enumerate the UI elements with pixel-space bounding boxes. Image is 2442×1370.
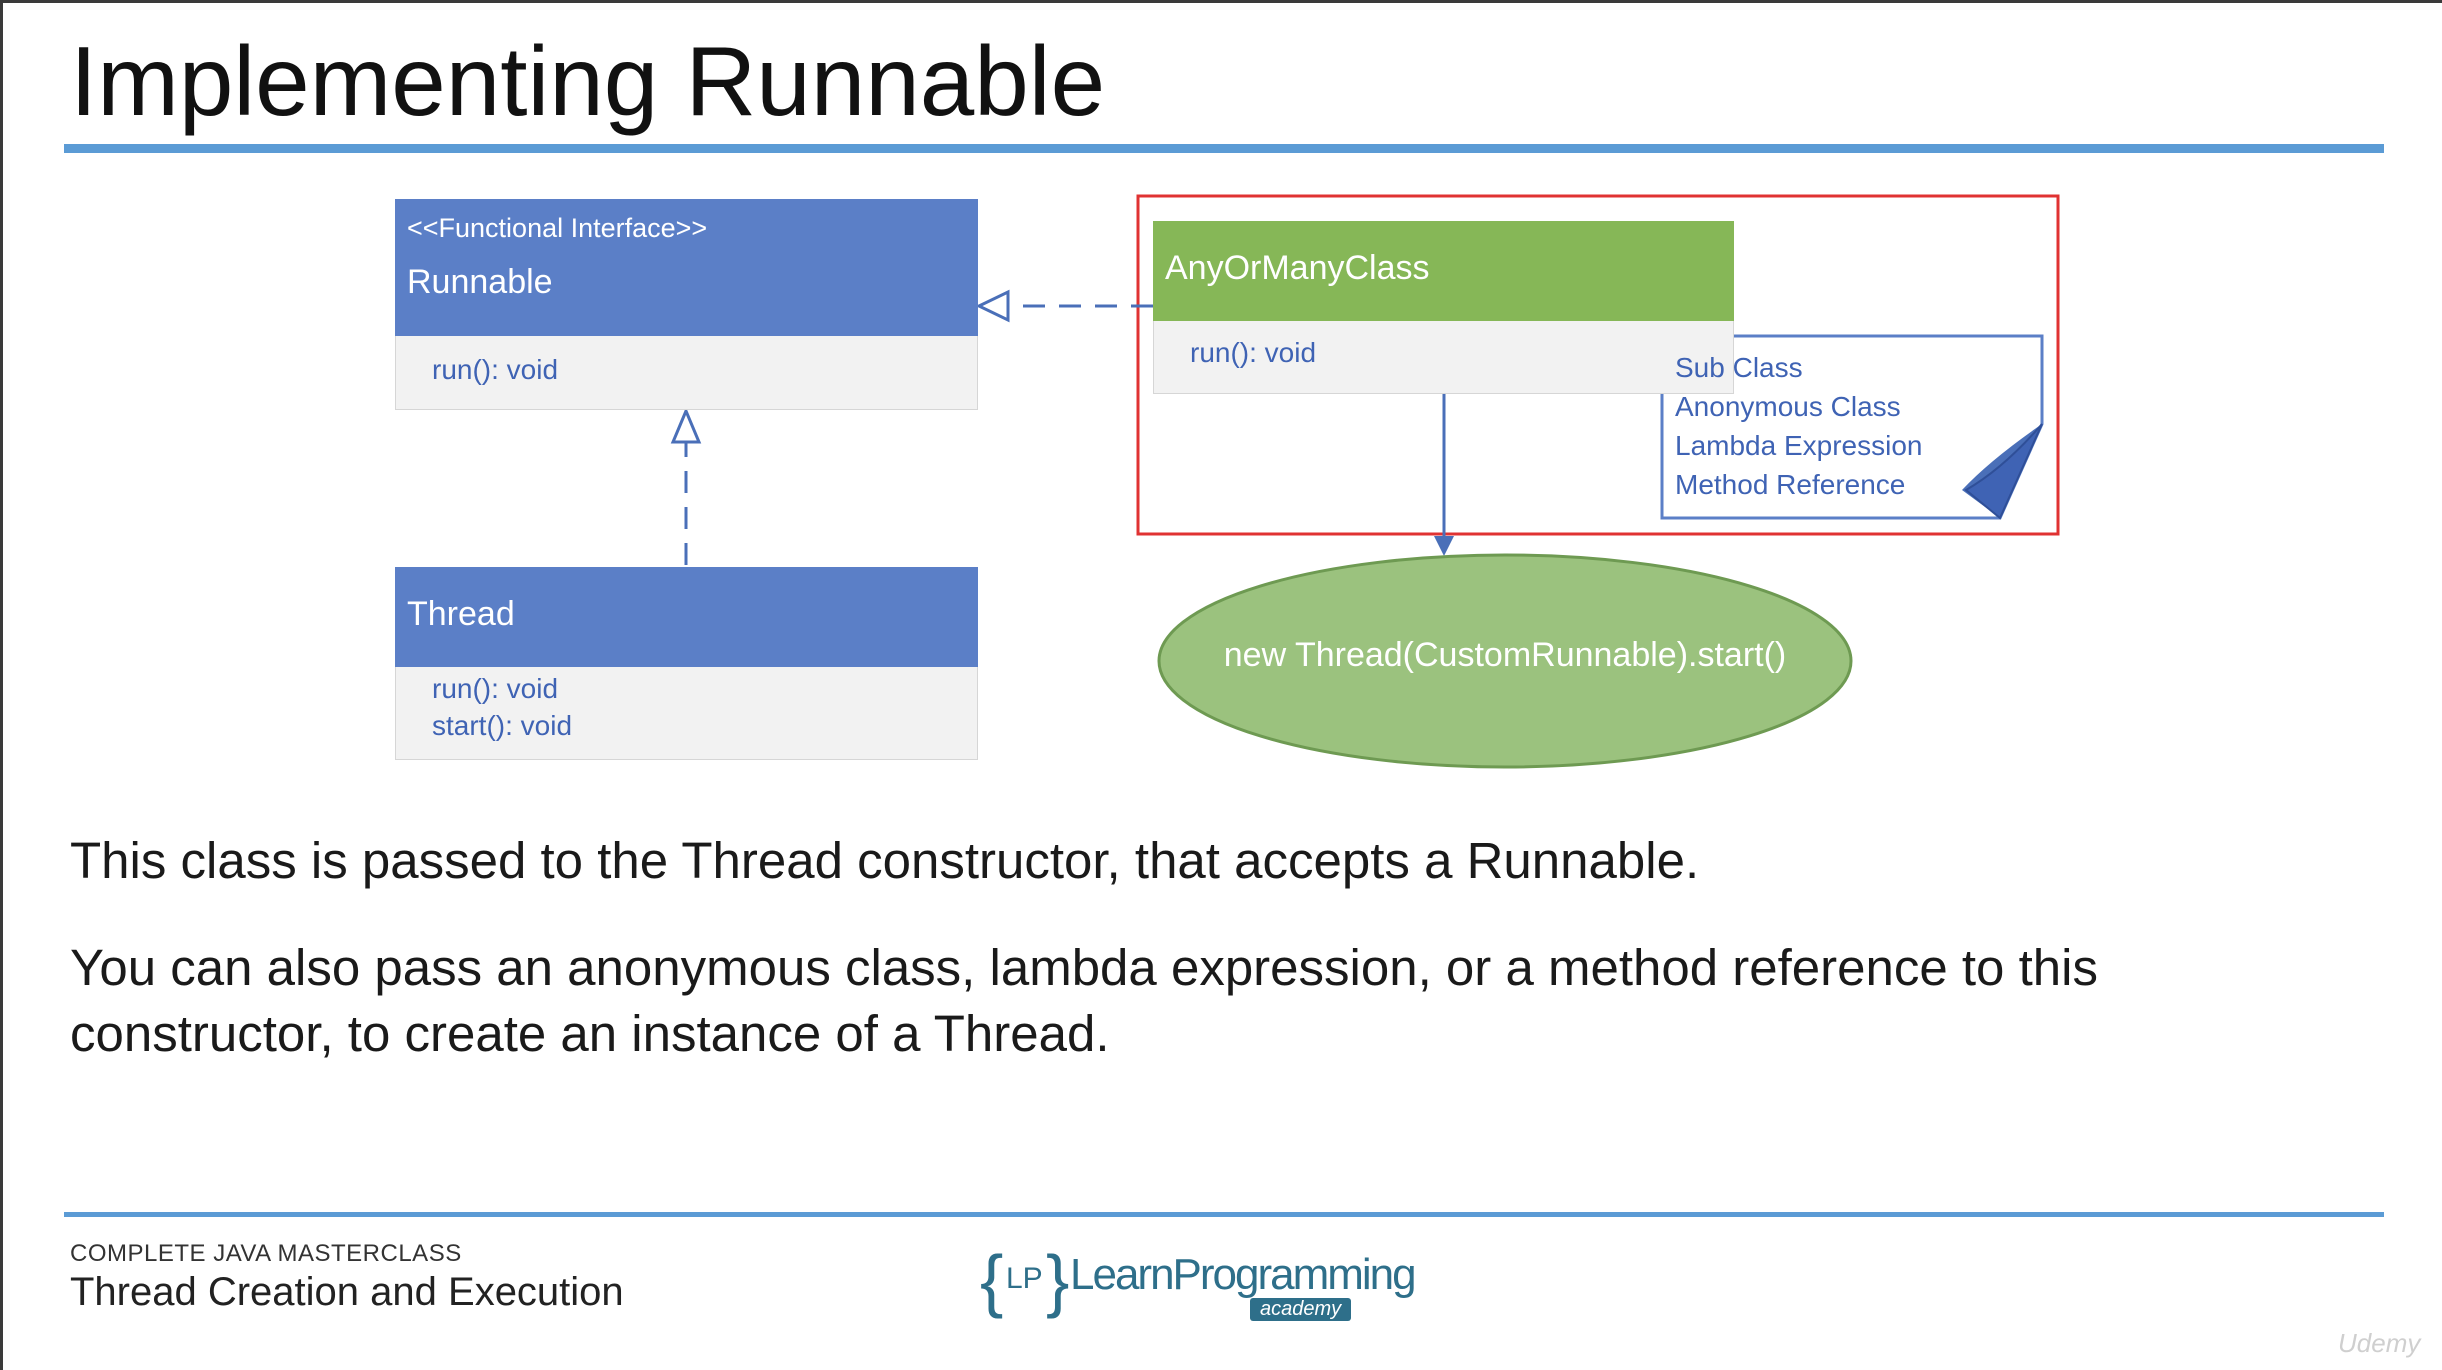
any-class-members: run(): void xyxy=(1153,321,1734,394)
paragraph-1: This class is passed to the Thread const… xyxy=(70,832,1700,889)
logo-wordmark: LearnProgramming xyxy=(1070,1250,1417,1299)
runnable-members: run(): void xyxy=(395,336,978,410)
note-line-lambda: Lambda Expression xyxy=(1675,430,1923,461)
note-line-subclass: Sub Class xyxy=(1675,352,1803,383)
paragraph-2-line-1: You can also pass an anonymous class, la… xyxy=(70,939,2098,996)
thread-header: Thread xyxy=(395,567,978,667)
runnable-header: <<Functional Interface>> Runnable xyxy=(395,199,978,336)
note-line-anonymous: Anonymous Class xyxy=(1675,391,1901,422)
section-name: Thread Creation and Execution xyxy=(70,1270,624,1314)
note-lines: Sub Class Anonymous Class Lambda Express… xyxy=(1675,348,1922,504)
runnable-name: Runnable xyxy=(407,263,553,301)
paragraph-2-line-2: constructor, to create an instance of a … xyxy=(70,1005,1110,1062)
any-or-many-class: AnyOrManyClass run(): void xyxy=(1153,221,1734,394)
any-class-name: AnyOrManyClass xyxy=(1165,249,1430,287)
slide-title: Implementing Runnable xyxy=(70,26,1106,136)
runnable-stereotype: <<Functional Interface>> xyxy=(407,213,708,243)
logo-brace-left-icon: { xyxy=(980,1241,1004,1319)
runnable-interface: <<Functional Interface>> Runnable run():… xyxy=(395,199,978,410)
thread-name: Thread xyxy=(407,595,515,633)
learnprogramming-logo: { LP } LearnProgramming academy xyxy=(980,1240,1417,1330)
title-divider xyxy=(64,144,2384,153)
thread-members: run(): void start(): void xyxy=(395,667,978,760)
ellipse-text: new Thread(CustomRunnable).start() xyxy=(1223,636,1787,674)
runnable-member: run(): void xyxy=(432,354,559,385)
note-line-method-ref: Method Reference xyxy=(1675,469,1906,500)
thread-class: Thread run(): void start(): void xyxy=(395,567,978,760)
logo-mark: LP xyxy=(1006,1262,1043,1295)
course-name: COMPLETE JAVA MASTERCLASS xyxy=(70,1240,462,1267)
thread-member-start: start(): void xyxy=(432,710,573,741)
logo-brace-right-icon: } xyxy=(1046,1241,1070,1319)
footer-divider xyxy=(64,1212,2384,1217)
any-class-header: AnyOrManyClass xyxy=(1153,221,1734,321)
udemy-watermark: Udemy xyxy=(2338,1328,2421,1358)
any-class-member: run(): void xyxy=(1190,337,1317,368)
logo-academy-badge: academy xyxy=(1250,1298,1352,1321)
thread-member-run: run(): void xyxy=(432,673,559,704)
